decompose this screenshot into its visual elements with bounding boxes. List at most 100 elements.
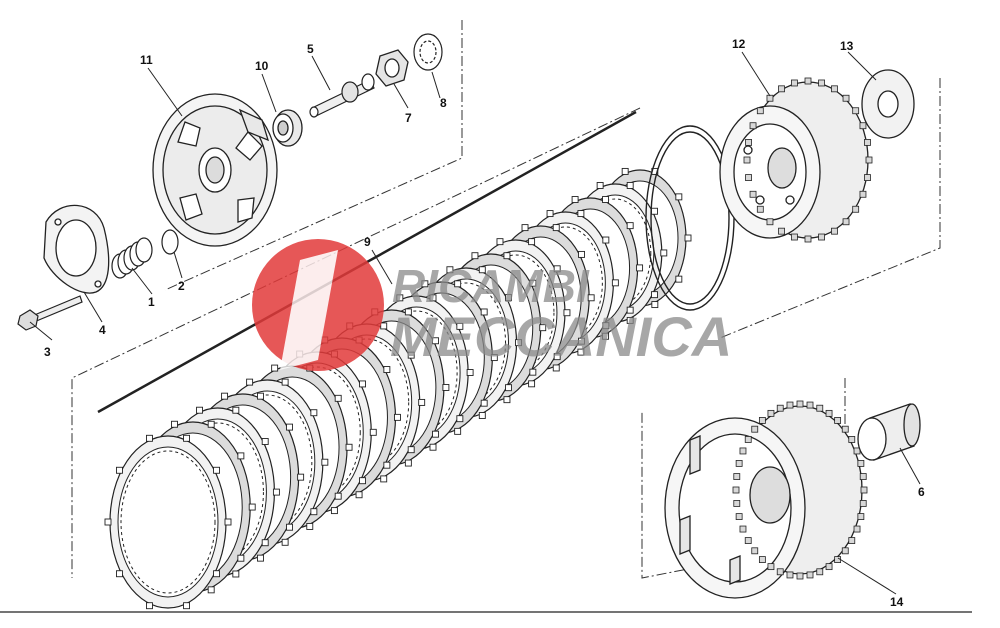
gear-tooth	[842, 218, 850, 226]
callout-9: 9	[364, 235, 371, 249]
gear-tooth	[778, 85, 785, 93]
gear-tooth	[841, 547, 849, 555]
bearing	[272, 109, 303, 147]
gear-tooth	[732, 486, 740, 494]
gear-tooth	[767, 563, 775, 571]
gear-tooth	[766, 218, 774, 226]
gear-tooth	[758, 417, 766, 424]
gear-tooth	[766, 94, 774, 102]
gear-tooth	[749, 122, 757, 130]
gear-tooth	[733, 500, 741, 507]
gear-tooth	[842, 94, 850, 102]
gear-tooth	[857, 460, 865, 467]
gear-tooth	[751, 547, 759, 555]
pressure-plate	[152, 93, 278, 247]
bolt	[17, 295, 83, 331]
gear-tooth	[739, 525, 747, 533]
gear-tooth	[739, 447, 747, 455]
gear-tooth	[831, 227, 838, 235]
gear-tooth	[778, 227, 785, 235]
gear-tooth	[816, 404, 824, 412]
gear-tooth	[860, 486, 868, 494]
gear-tooth	[791, 79, 798, 87]
clutch-basket	[664, 405, 863, 599]
gear-tooth	[864, 139, 871, 146]
bushing	[857, 403, 921, 461]
gear-tooth	[806, 401, 814, 409]
watermark-logo	[252, 239, 384, 371]
gear-tooth	[848, 436, 856, 443]
cover-plate	[43, 204, 110, 294]
gear-tooth	[786, 401, 794, 409]
gear-tooth	[859, 473, 867, 480]
callout-7: 7	[405, 111, 412, 125]
gear-tooth	[853, 525, 861, 533]
gear-tooth	[825, 563, 833, 571]
callout-4: 4	[99, 323, 106, 337]
clutch-basket-teeth	[732, 400, 868, 580]
callout-11: 11	[140, 53, 153, 67]
gear-tooth	[743, 156, 751, 164]
gear-tooth	[864, 174, 871, 181]
gear-tooth	[818, 233, 825, 241]
gear-tooth	[848, 537, 856, 544]
gear-tooth	[751, 425, 759, 433]
gear-tooth	[804, 235, 812, 243]
gear-tooth	[733, 473, 741, 480]
shim-washer	[861, 69, 915, 139]
gear-tooth	[767, 409, 775, 417]
gear-tooth	[865, 156, 873, 164]
leader-lines	[29, 51, 921, 595]
push-rod	[309, 73, 375, 118]
callout-5: 5	[307, 42, 314, 56]
nut	[375, 49, 409, 87]
gear-tooth	[744, 436, 752, 443]
gear-tooth	[825, 409, 833, 417]
gear-tooth	[744, 537, 752, 544]
gear-tooth	[859, 122, 867, 130]
gear-tooth	[756, 205, 764, 213]
gear-tooth	[745, 174, 752, 181]
callout-13: 13	[840, 39, 854, 53]
gear-tooth	[758, 556, 766, 563]
callout-8: 8	[440, 96, 447, 110]
gear-tooth	[806, 571, 814, 579]
gear-tooth	[756, 107, 764, 115]
callout-3: 3	[44, 345, 51, 359]
gear-tooth	[776, 568, 784, 576]
gear-tooth	[735, 460, 743, 467]
clutch-plate	[104, 434, 232, 610]
gear-tooth	[776, 404, 784, 412]
gear-tooth	[745, 139, 752, 146]
gear-tooth	[818, 79, 825, 87]
gear-tooth	[791, 233, 798, 241]
gear-tooth	[859, 190, 867, 198]
callout-14: 14	[890, 595, 904, 609]
clutch-spring	[111, 237, 153, 279]
callout-6: 6	[918, 485, 925, 499]
gear-tooth	[796, 400, 804, 408]
gear-tooth	[857, 513, 865, 520]
gear-tooth	[735, 513, 743, 520]
gear-tooth	[834, 417, 842, 424]
gear-tooth	[841, 425, 849, 433]
gear-tooth	[831, 85, 838, 93]
clutch-hub-teeth	[743, 77, 873, 243]
lock-washer	[413, 33, 443, 71]
gear-tooth	[852, 107, 860, 115]
gear-tooth	[749, 190, 757, 198]
clutch-plate-stack	[104, 167, 692, 610]
gear-tooth	[852, 205, 860, 213]
clutch-hub	[719, 81, 869, 239]
callout-12: 12	[732, 37, 746, 51]
callout-10: 10	[255, 59, 269, 73]
gear-tooth	[796, 572, 804, 580]
watermark-line-1: RICAMBI	[392, 260, 590, 312]
gear-tooth	[816, 568, 824, 576]
watermark-line-2: MECCANICA	[390, 305, 732, 368]
callout-1: 1	[148, 295, 155, 309]
gear-tooth	[786, 571, 794, 579]
gear-tooth	[804, 77, 812, 85]
spring-washer	[161, 229, 179, 255]
